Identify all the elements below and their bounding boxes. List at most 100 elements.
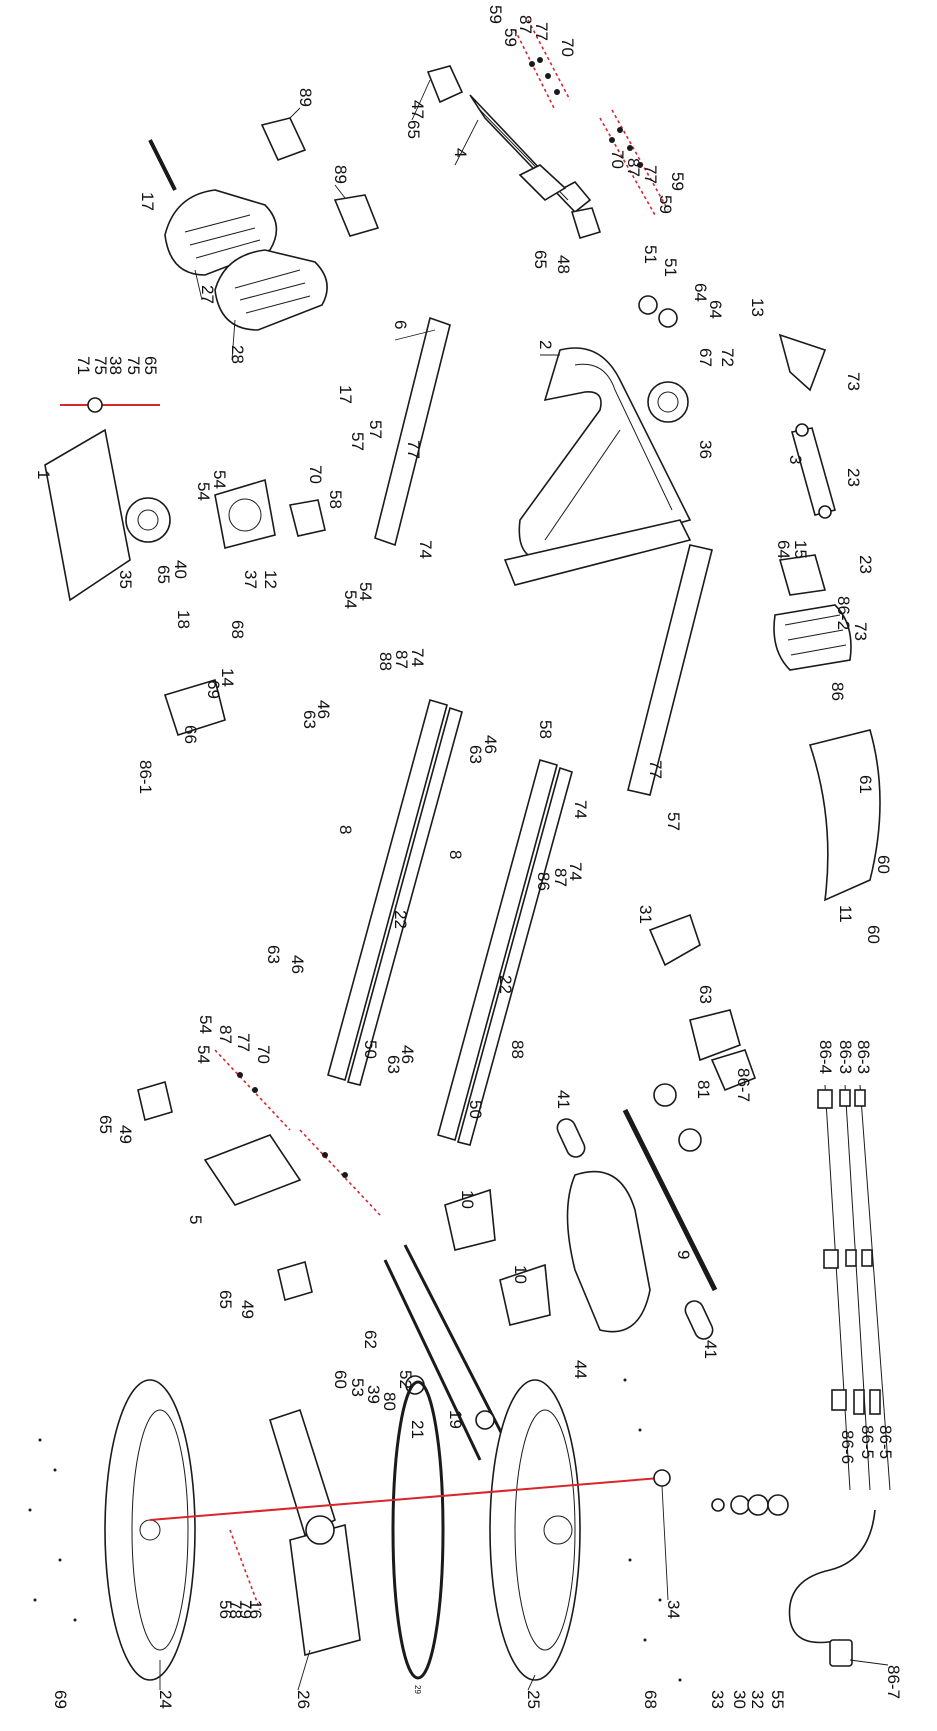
label-59-a: 59 [486,5,505,24]
label-87-e: 87 [216,1025,235,1044]
label-68-b: 68 [641,1690,660,1709]
label-33: 33 [708,1690,727,1709]
label-51-b: 51 [661,258,680,277]
part-19-21-axle [383,1244,507,1461]
label-67: 67 [696,348,715,367]
label-74-a: 74 [416,540,435,559]
label-13: 13 [748,298,767,317]
part-28-right-pedal [214,249,328,331]
label-17-a: 17 [138,192,157,211]
label-50-b: 50 [466,1100,485,1119]
label-59-d: 59 [656,195,675,214]
part-7-rail [627,544,713,796]
part-6-rail [374,316,451,547]
part-13-bracket [778,333,827,392]
part-3-link-arm [790,423,836,519]
label-34: 34 [664,1600,683,1619]
label-54-d: 54 [341,590,360,609]
label-65-d: 65 [154,565,173,584]
label-22-a: 22 [391,910,410,929]
label-9: 9 [674,1250,693,1259]
label-27: 27 [198,285,217,304]
label-46-b: 46 [481,735,500,754]
wire-harness-86-3-86-6 [817,1084,891,1491]
label-18: 18 [174,610,193,629]
part-86-console [773,604,852,671]
label-23-a: 23 [844,468,863,487]
label-86-7-a: 86-7 [734,1068,753,1102]
hardware-59-70-77-87-top [514,19,669,216]
label-63-d: 63 [696,985,715,1004]
label-54-c: 54 [356,582,375,601]
part-38-axle-hardware [60,397,160,413]
label-47: 47 [408,100,427,119]
label-46-d: 46 [398,1045,417,1064]
label-29: 29 [413,1685,422,1694]
label-2: 2 [536,340,555,349]
label-86-3-a: 86-3 [854,1040,873,1074]
label-17-b: 17 [336,385,355,404]
part-2-handle-frame [503,347,692,586]
flywheel-axis [149,1477,661,1611]
label-65-c: 65 [141,356,160,375]
label-86-5-b: 86-5 [858,1425,877,1459]
label-21: 21 [408,1420,427,1439]
label-59-c: 59 [668,172,687,191]
label-88-a: 88 [376,652,395,671]
label-70-d: 70 [254,1045,273,1064]
label-54-b: 54 [194,482,213,501]
label-50-a: 50 [361,1040,380,1059]
label-65-b: 65 [531,250,550,269]
part-89-pedal-strap [260,117,380,237]
label-69-a: 69 [204,680,223,699]
label-55: 55 [768,1690,787,1709]
label-59-b: 59 [501,28,520,47]
label-6: 6 [391,320,410,329]
label-30: 30 [730,1690,749,1709]
label-52: 52 [396,1370,415,1389]
label-64-b: 64 [706,300,725,319]
hardware-30-32-33-55 [711,1494,789,1516]
label-65-e: 65 [96,1115,115,1134]
label-38: 38 [106,356,125,375]
label-61: 61 [856,775,875,794]
label-86-1: 86-1 [136,760,155,794]
label-57-b: 57 [348,432,367,451]
part-8-22-rail-left [327,699,463,1086]
label-86-5-a: 86-5 [876,1425,895,1459]
part-48-end-cap [570,207,602,239]
label-86-a: 86 [828,682,847,701]
part-8-22-rail-right [437,759,573,1146]
label-49-a: 49 [116,1125,135,1144]
label-88-b: 88 [508,1040,527,1059]
label-22-b: 22 [496,975,515,994]
label-28: 28 [228,345,247,364]
label-58-b: 58 [536,720,555,739]
leader-lines [159,79,889,1691]
label-41-a: 41 [554,1090,573,1109]
label-1: 1 [34,470,53,479]
label-41-b: 41 [701,1340,720,1359]
label-60-b: 60 [864,925,883,944]
part-49-cap-lower [277,1260,313,1302]
label-37: 37 [241,570,260,589]
label-8-b: 8 [446,850,465,859]
part-44-seat [566,1170,651,1333]
label-58-a: 58 [326,490,345,509]
label-81: 81 [694,1080,713,1099]
label-69-b: 69 [51,1690,70,1709]
label-89-a: 89 [296,88,315,107]
hardware-54-70-77-87-lower [214,1049,381,1216]
label-60-a: 60 [874,855,893,874]
label-75-a: 75 [91,356,110,375]
label-70-c: 70 [306,465,325,484]
label-4: 4 [451,148,470,157]
label-48: 48 [554,255,573,274]
label-10-a: 10 [458,1190,477,1209]
label-54-f: 54 [194,1045,213,1064]
part-9-shaft [622,1108,718,1292]
label-73-a: 73 [844,372,863,391]
label-5: 5 [186,1215,205,1224]
label-73-b: 73 [851,622,870,641]
